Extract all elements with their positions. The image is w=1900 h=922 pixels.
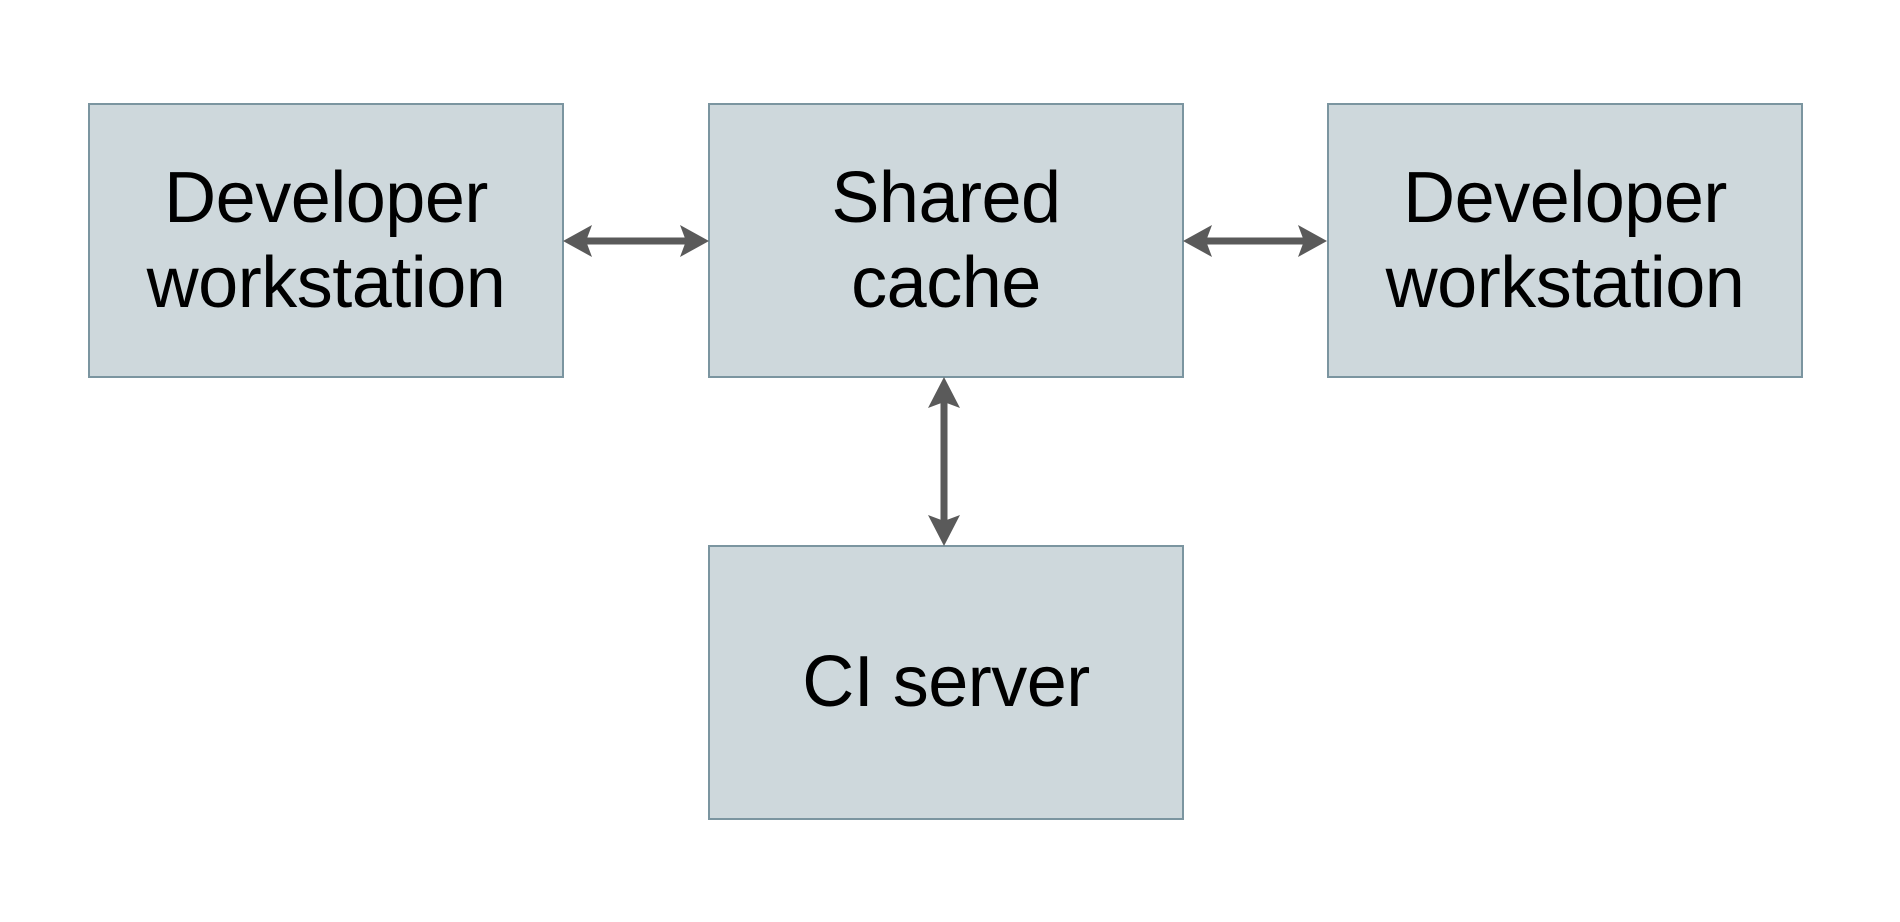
arrowhead-up-icon [928,377,960,408]
arrowhead-down-icon [928,515,960,546]
connector-developer-workstation-left-to-shared-cache[interactable] [560,216,712,266]
diagram-node-developer-workstation-right[interactable]: Developer workstation [1327,103,1803,378]
connector-shared-cache-to-developer-workstation-right[interactable] [1180,216,1330,266]
node-label: CI server [802,642,1090,723]
node-label: Developer workstation [146,158,506,323]
connector-shaft [940,400,948,523]
connector-shaft [584,237,688,245]
diagram-node-shared-cache[interactable]: Shared cache [708,103,1184,378]
arrowhead-right-icon [680,225,709,257]
node-label: Developer workstation [1385,158,1745,323]
connector-shared-cache-to-ci-server[interactable] [919,374,969,549]
diagram-node-developer-workstation-left[interactable]: Developer workstation [88,103,564,378]
node-label: Shared cache [831,158,1061,323]
diagram-node-ci-server[interactable]: CI server [708,545,1184,820]
arrowhead-right-icon [1298,225,1327,257]
connector-shaft [1204,237,1306,245]
arrowhead-left-icon [1183,225,1212,257]
arrowhead-left-icon [563,225,592,257]
